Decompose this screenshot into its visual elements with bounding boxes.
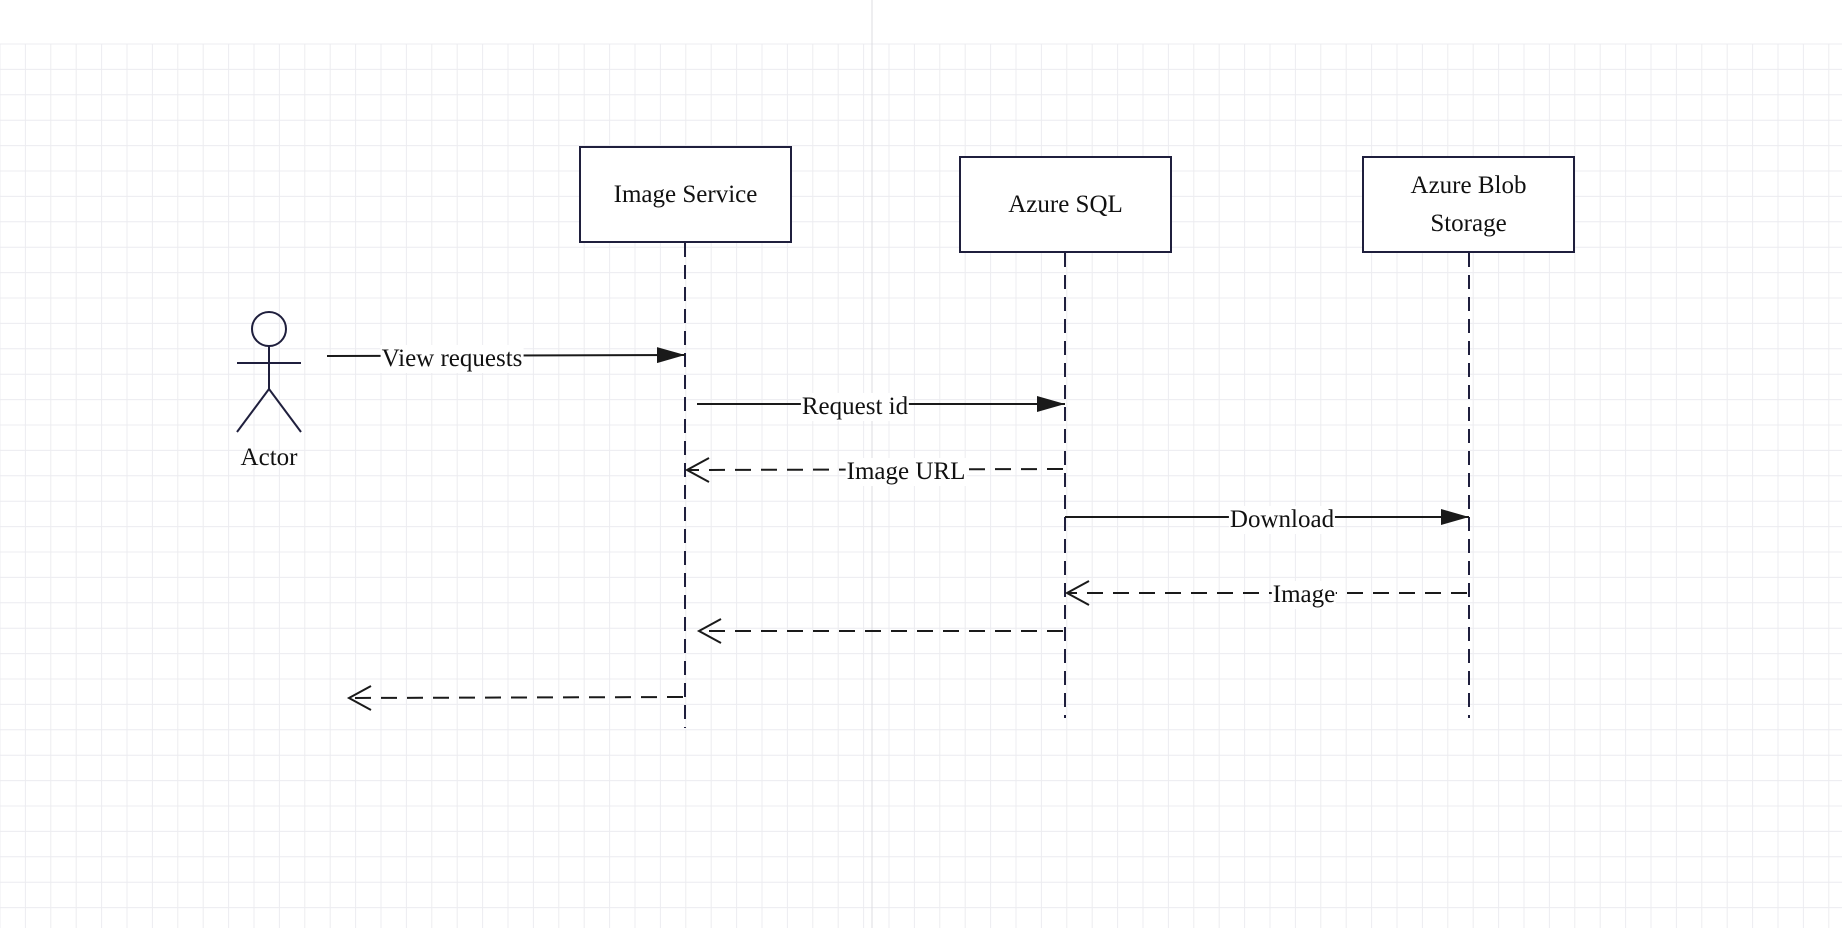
- message-view-requests-label[interactable]: View requests: [380, 345, 524, 373]
- message-request-id-label[interactable]: Request id: [800, 393, 910, 421]
- message-image-return-arrow[interactable]: [1064, 580, 1467, 606]
- message-image-label[interactable]: Image: [1271, 581, 1337, 609]
- participant-azure-sql[interactable]: Azure SQL: [959, 156, 1172, 253]
- participant-azure-blob-label-line2: Storage: [1430, 209, 1507, 237]
- message-return-to-image-service-arrow[interactable]: [696, 618, 1063, 644]
- actor-label: Actor: [240, 444, 298, 471]
- message-return-to-actor-arrow[interactable]: [346, 685, 684, 711]
- participant-image-service-label: Image Service: [613, 180, 758, 208]
- participant-azure-blob-storage[interactable]: Azure Blob Storage: [1362, 156, 1575, 253]
- participant-azure-blob-label-line1: Azure Blob: [1410, 171, 1527, 199]
- message-download-label[interactable]: Download: [1228, 506, 1336, 534]
- participant-azure-sql-label: Azure SQL: [1008, 190, 1123, 218]
- participant-image-service[interactable]: Image Service: [579, 146, 792, 243]
- actor-icon[interactable]: [236, 311, 302, 433]
- message-image-url-label[interactable]: Image URL: [845, 458, 967, 486]
